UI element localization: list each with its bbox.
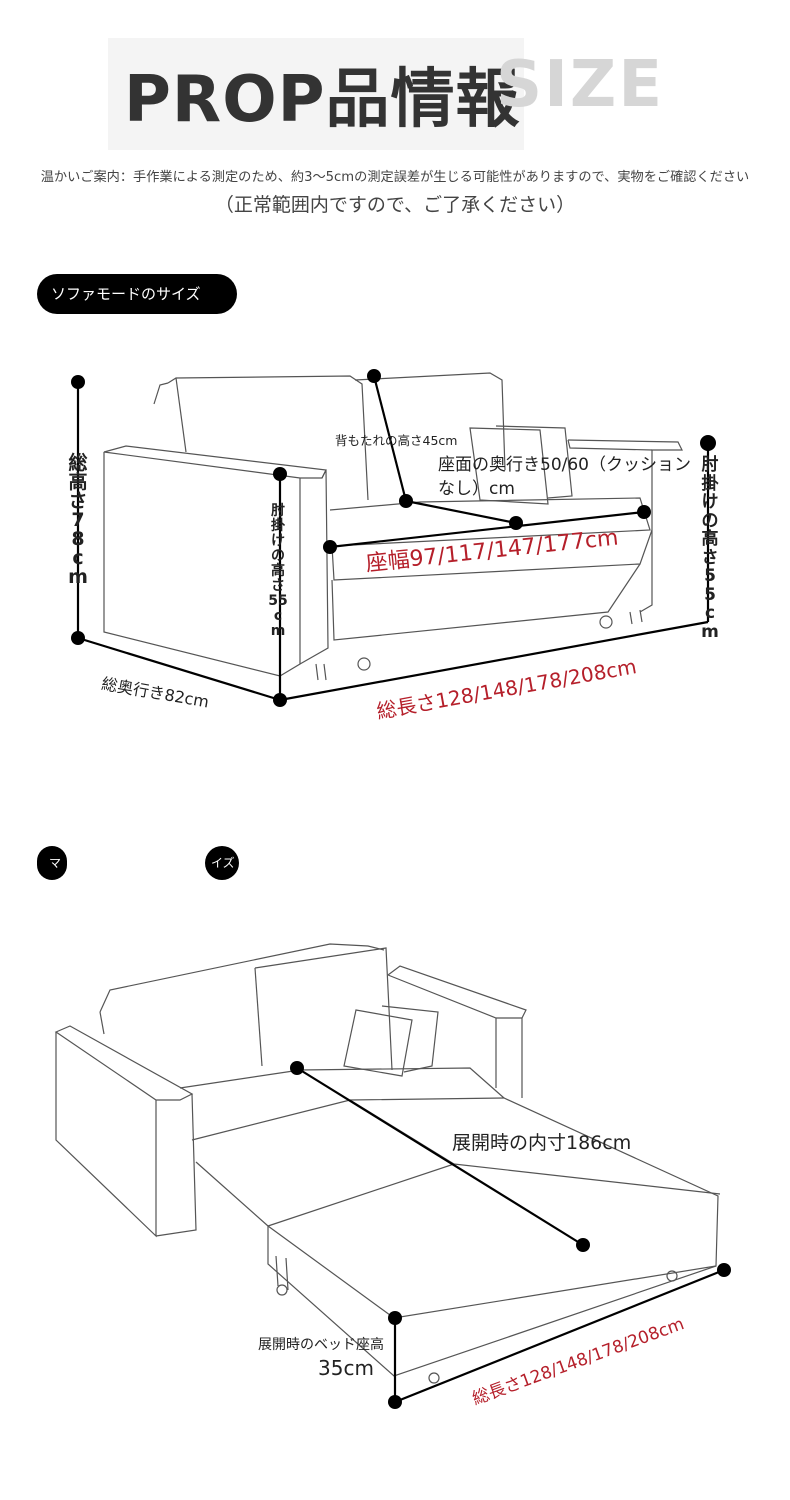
size-watermark: SIZE (496, 48, 665, 122)
title-background (108, 38, 524, 150)
bed-line-drawing (54, 943, 721, 1384)
bed-seat-height-value: 35cm (318, 1356, 374, 1380)
inner-length-label: 展開時の内寸186cm (452, 1132, 632, 1154)
bed-mode-section-label: マ イズ (37, 846, 239, 880)
measurement-notice-paren: （正常範囲内ですので、ご了承ください） (214, 194, 576, 216)
seat-depth-label: 座面の奥行き50/60（クッションなし）cm (438, 455, 691, 499)
bed-seat-height-label: 展開時のベッド座高 (258, 1337, 384, 1353)
armrest-height-left-label: 肘掛けの高さ55cm (268, 503, 288, 639)
armrest-height-right-label: 肘掛けの高さ55cm (701, 455, 719, 642)
sofa-measurement-dots (71, 369, 716, 707)
total-height-label: 総高さ78cm (68, 452, 88, 588)
page-title: PROP品情報 (124, 63, 521, 137)
backrest-height-label: 背もたれの高さ45cm (335, 433, 458, 448)
bed-section-label-right: イズ (205, 846, 239, 880)
bed-dimension-lines (296, 1067, 725, 1404)
sofa-mode-section-label: ソファモードのサイズ (37, 274, 237, 314)
bed-measurement-dots (290, 1061, 731, 1409)
sofa-dimension-lines (76, 375, 710, 702)
measurement-notice: 温かいご案内：手作業による測定のため、約3〜5cmの測定誤差が生じる可能性があり… (40, 170, 750, 185)
bed-section-label-left: マ (37, 846, 67, 880)
